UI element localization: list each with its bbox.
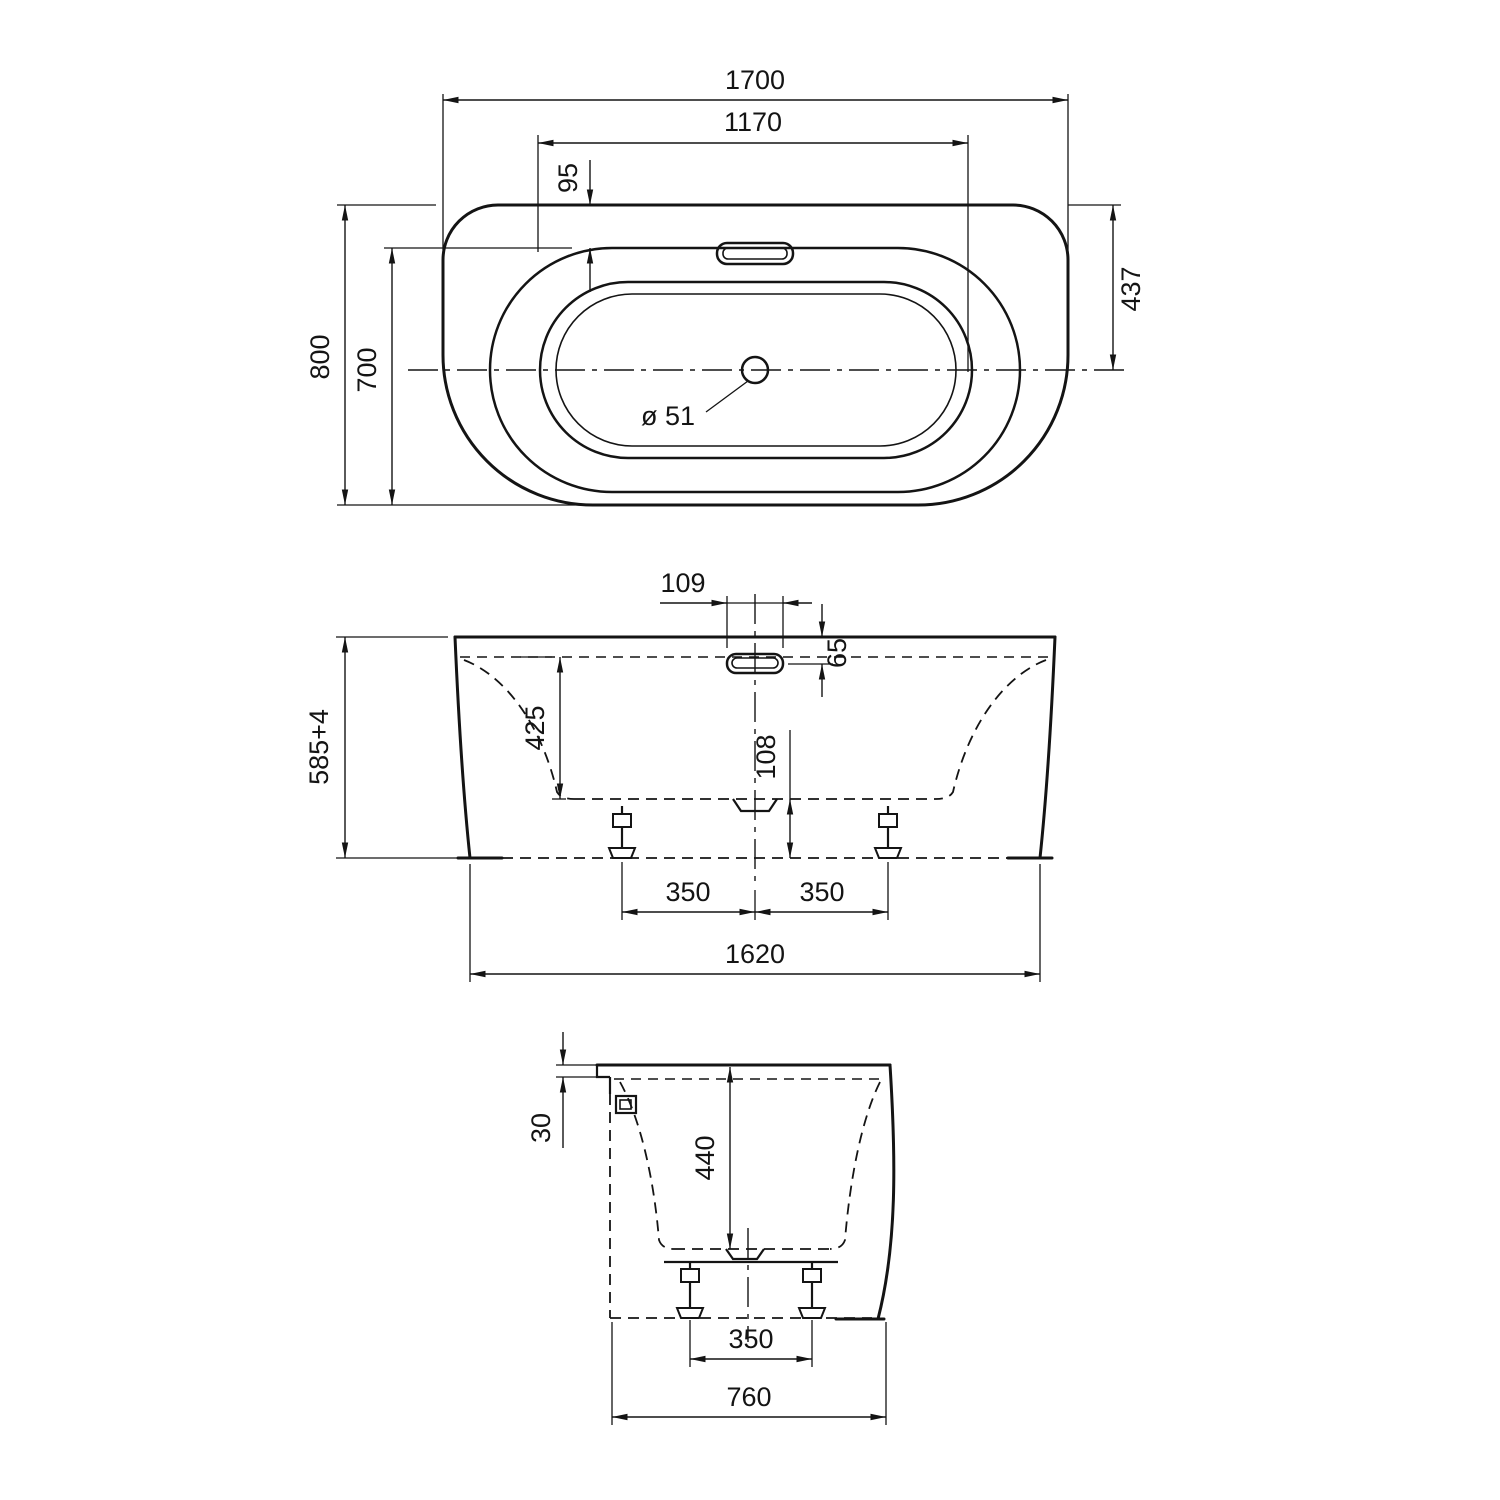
dim-top-center-from-back: 437 bbox=[1068, 204, 1146, 370]
overflow-slot-outer bbox=[715, 241, 795, 266]
front-basin-right-hidden bbox=[935, 659, 1047, 800]
dim-label-drain-diameter: ø 51 bbox=[641, 401, 695, 431]
tub-inner-rim bbox=[488, 246, 1022, 494]
side-basin-left-hidden bbox=[619, 1081, 675, 1250]
side-basin-right-hidden bbox=[829, 1081, 881, 1250]
dim-label-center-from-back: 437 bbox=[1116, 266, 1146, 311]
dim-top-rim-offset: 95 bbox=[553, 160, 594, 292]
dim-label-overflow-drop: 65 bbox=[822, 638, 852, 668]
dim-side-inner-height: 440 bbox=[690, 1067, 734, 1249]
dim-label-side-base-width: 760 bbox=[726, 1382, 771, 1412]
side-foot-right bbox=[797, 1262, 827, 1319]
dim-side-base-width: 760 bbox=[611, 1322, 887, 1425]
dim-label-foot-spacing-right: 350 bbox=[799, 877, 844, 907]
dim-label-side-inner-height: 440 bbox=[690, 1135, 720, 1180]
dim-side-foot-spacing: 350 bbox=[689, 1320, 813, 1367]
front-foot-right bbox=[873, 806, 903, 859]
dim-label-foot-spacing-left: 350 bbox=[665, 877, 710, 907]
dim-label-floor-clearance: 108 bbox=[751, 734, 781, 779]
top-view: 1700 1170 95 800 700 437 bbox=[305, 65, 1146, 507]
dim-label-inner-width: 1170 bbox=[724, 107, 782, 137]
dim-front-overall-height: 585+4 bbox=[304, 636, 462, 859]
dim-label-inner-depth: 700 bbox=[352, 347, 382, 392]
dim-top-inner-depth: 700 bbox=[352, 247, 572, 505]
side-view-outline bbox=[595, 1063, 896, 1342]
dim-label-rim-offset: 95 bbox=[553, 163, 583, 193]
front-left-edge bbox=[453, 635, 472, 860]
dim-front-overflow-drop: 65 bbox=[788, 604, 852, 697]
side-front-edge bbox=[876, 1063, 896, 1321]
dim-label-overflow-width: 109 bbox=[660, 568, 705, 598]
dim-label-side-foot-spacing: 350 bbox=[728, 1324, 773, 1354]
overflow-slot-inner bbox=[722, 247, 788, 260]
side-rim-lip bbox=[595, 1065, 610, 1079]
dim-label-rim-lip: 30 bbox=[526, 1113, 556, 1143]
dim-top-overall-width: 1700 bbox=[442, 65, 1069, 250]
side-foot-left bbox=[675, 1262, 705, 1319]
dim-label-overall-width: 1700 bbox=[725, 65, 785, 95]
dim-front-floor-clearance: 108 bbox=[751, 730, 794, 858]
front-view: 109 65 425 108 585+4 bbox=[304, 568, 1057, 982]
drain-leader-line bbox=[705, 380, 749, 413]
dim-front-foot-spacing: 350 350 bbox=[621, 862, 889, 920]
dim-label-overall-height: 585+4 bbox=[304, 709, 334, 785]
front-view-outline bbox=[453, 594, 1057, 888]
tub-basin-edge bbox=[538, 280, 974, 460]
top-view-outline bbox=[408, 203, 1125, 507]
side-view: 30 440 350 760 bbox=[526, 1032, 896, 1425]
tub-outer-rim bbox=[441, 203, 1070, 507]
dim-label-overall-depth: 800 bbox=[305, 334, 335, 379]
dim-label-base-length: 1620 bbox=[725, 939, 785, 969]
dim-front-inner-height: 425 bbox=[520, 656, 566, 800]
dim-top-inner-width: 1170 bbox=[537, 107, 969, 372]
dim-top-overall-depth: 800 bbox=[305, 204, 588, 506]
side-overflow-inner bbox=[619, 1099, 632, 1110]
side-drain-recess bbox=[725, 1248, 765, 1261]
dim-front-overflow-width: 109 bbox=[660, 568, 812, 648]
tub-basin-floor-edge bbox=[555, 293, 957, 447]
side-overflow-outer bbox=[614, 1094, 638, 1115]
front-foot-left bbox=[607, 806, 637, 859]
dim-front-base-length: 1620 bbox=[469, 864, 1041, 982]
front-right-edge bbox=[1038, 635, 1057, 860]
dim-side-rim-lip: 30 bbox=[526, 1032, 597, 1148]
front-basin-left-hidden bbox=[463, 659, 575, 800]
dim-label-inner-height: 425 bbox=[520, 705, 550, 750]
